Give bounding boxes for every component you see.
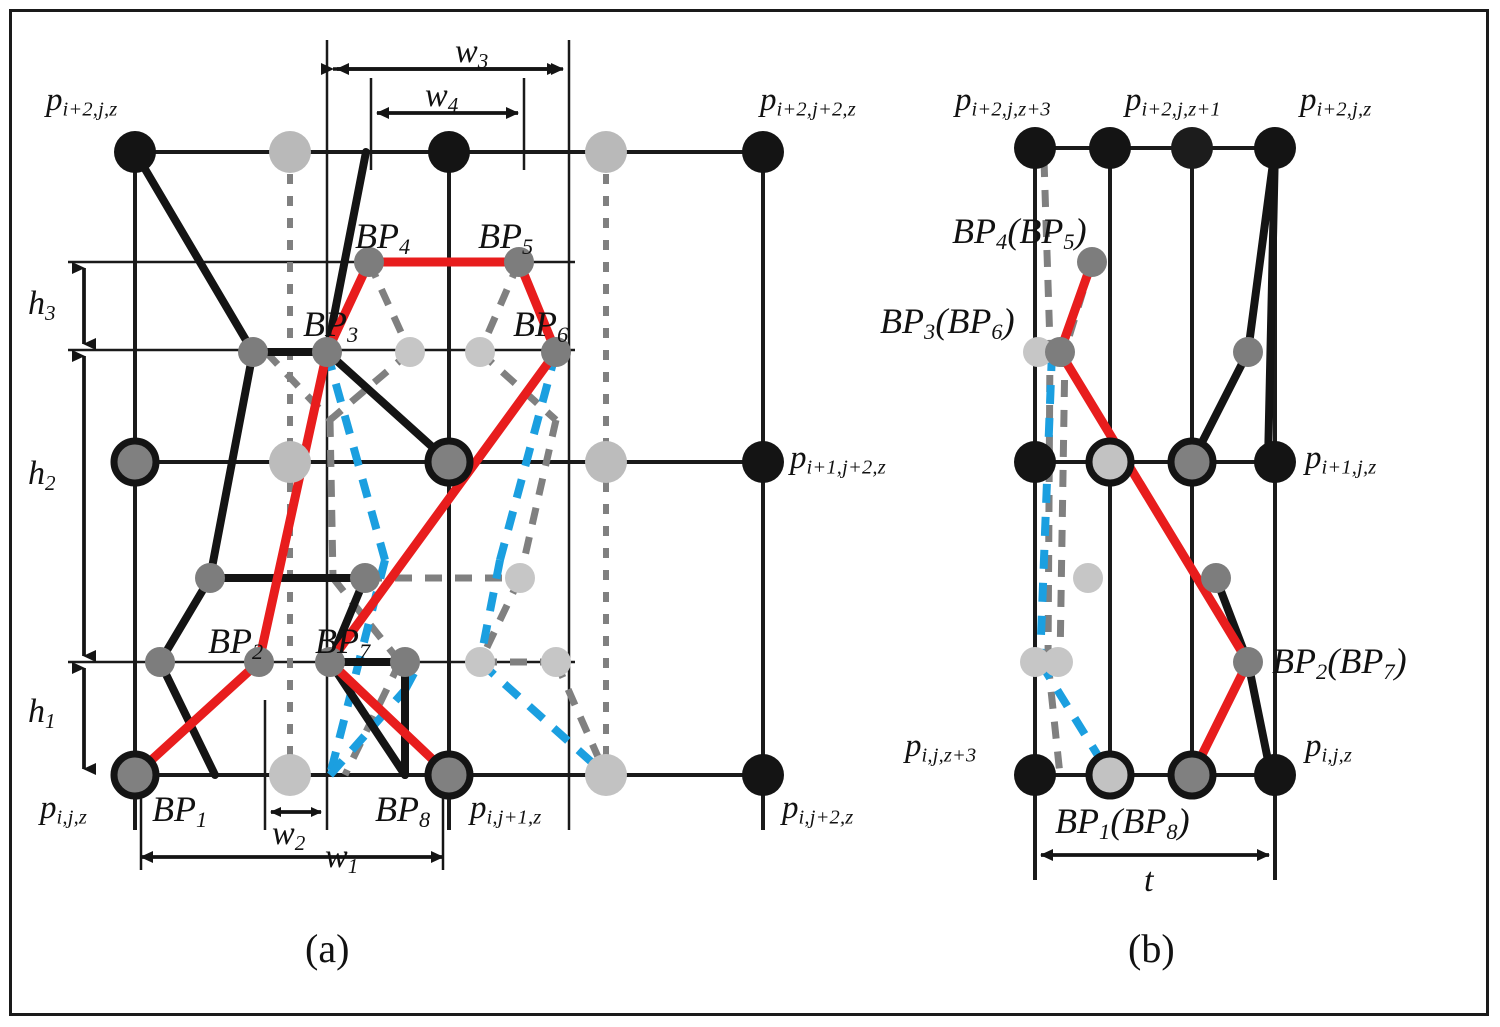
node-ringed xyxy=(110,750,160,800)
label-h1: h1 xyxy=(28,693,56,733)
label-p-i-j1-z: pi,j+1,z xyxy=(470,790,542,829)
node-grid-black xyxy=(1254,127,1296,169)
node-light xyxy=(269,754,311,796)
label-b-bp2-bp7: BP2(BP7) xyxy=(1272,641,1407,685)
label-bp2: BP2 xyxy=(208,621,264,665)
node-grid-black xyxy=(742,754,784,796)
label-b-p-i2-j-z: pi+2,j,z xyxy=(1300,82,1372,121)
node-grid-black xyxy=(742,131,784,173)
label-b-bp1-bp8: BP1(BP8) xyxy=(1055,801,1190,845)
node-ringed xyxy=(424,437,474,487)
label-bp3: BP3 xyxy=(303,304,359,348)
node-ringed-light xyxy=(1085,750,1135,800)
node-bp4 xyxy=(354,247,384,277)
label-w4: w4 xyxy=(425,77,459,117)
panel-b-nodes xyxy=(1014,127,1296,800)
label-b-bp3-bp6: BP3(BP6) xyxy=(880,301,1015,345)
node-aux-light xyxy=(541,647,571,677)
panel-a-black-edges xyxy=(131,148,453,779)
node-aux xyxy=(1201,563,1231,593)
label-b-bp4-bp5: BP4(BP5) xyxy=(952,211,1087,255)
node-light xyxy=(585,754,627,796)
node-grid-black xyxy=(1014,441,1056,483)
label-bp5: BP5 xyxy=(478,216,534,260)
label-bp1: BP1 xyxy=(152,789,208,833)
label-bp8: BP8 xyxy=(375,789,431,833)
panel-a-red-polyline xyxy=(130,257,561,780)
node-ringed-light xyxy=(1085,437,1135,487)
node-ringed xyxy=(1167,437,1217,487)
node-aux xyxy=(350,563,380,593)
node-aux xyxy=(238,337,268,367)
label-h2: h2 xyxy=(28,455,56,495)
panel-a-dimension-lines xyxy=(72,63,564,870)
node-grid-black xyxy=(1171,127,1213,169)
panel-b-red-polyline xyxy=(1055,257,1253,780)
label-w3: w3 xyxy=(455,33,489,73)
label-h3: h3 xyxy=(28,285,56,325)
label-bp7: BP7 xyxy=(315,621,371,665)
node-grid-black xyxy=(1014,754,1056,796)
node-bp4-bp5 xyxy=(1077,247,1107,277)
label-b-p-i-j-z: pi,j,z xyxy=(1305,728,1353,767)
node-aux-light xyxy=(505,563,535,593)
node-aux xyxy=(1233,337,1263,367)
node-grid-black xyxy=(1014,127,1056,169)
node-aux xyxy=(145,647,175,677)
node-bp2-bp7 xyxy=(1233,647,1263,677)
label-t: t xyxy=(1144,862,1154,899)
label-p-i1-j2-z: pi+1,j+2,z xyxy=(790,440,886,479)
label-p-i-j2-z: pi,j+2,z xyxy=(782,790,854,829)
node-aux-light xyxy=(1073,563,1103,593)
node-ringed xyxy=(1167,750,1217,800)
label-b-p-i2-j-z3: pi+2,j,z+3 xyxy=(955,82,1051,121)
node-aux-light xyxy=(465,337,495,367)
panel-a-blue-dashed-edges xyxy=(323,350,609,778)
node-bp2 xyxy=(244,647,274,677)
label-b-p-i2-j-z1: pi+2,j,z+1 xyxy=(1125,82,1221,121)
label-bp4: BP4 xyxy=(355,216,411,260)
caption-a: (a) xyxy=(305,926,350,971)
node-bp5 xyxy=(504,247,534,277)
caption-b: (b) xyxy=(1128,926,1175,971)
label-w1: w1 xyxy=(325,838,359,878)
node-grid-black xyxy=(1254,441,1296,483)
panel-a-nodes xyxy=(110,131,784,800)
node-bp-light xyxy=(1023,337,1053,367)
node-grid-black xyxy=(1089,127,1131,169)
figure-border xyxy=(9,9,1489,1016)
node-bp3 xyxy=(312,337,342,367)
label-b-p-i-j-z3: pi,j,z+3 xyxy=(905,728,977,767)
node-aux-light xyxy=(465,647,495,677)
node-grid-black xyxy=(1254,754,1296,796)
label-p-i2-j2-z: pi+2,j+2,z xyxy=(760,82,856,121)
node-aux-light xyxy=(1020,647,1050,677)
node-bp6 xyxy=(541,337,571,367)
node-bp7 xyxy=(315,647,345,677)
node-aux xyxy=(390,647,420,677)
label-p-i2-j-z: pi+2,j,z xyxy=(46,82,118,121)
node-ringed xyxy=(110,437,160,487)
label-p-i-j-z: pi,j,z xyxy=(40,790,88,829)
node-grid-black xyxy=(428,131,470,173)
node-bp3-bp6 xyxy=(1045,337,1075,367)
node-light xyxy=(585,441,627,483)
node-light xyxy=(585,131,627,173)
label-bp6: BP6 xyxy=(513,304,569,348)
label-w2: w2 xyxy=(272,815,306,855)
node-aux xyxy=(195,563,225,593)
node-light xyxy=(269,131,311,173)
label-b-p-i1-j-z: pi+1,j,z xyxy=(1305,440,1377,479)
node-grid-black xyxy=(114,131,156,173)
node-light xyxy=(269,441,311,483)
node-aux-light xyxy=(395,337,425,367)
node-ringed xyxy=(424,750,474,800)
node-aux-light xyxy=(1043,647,1073,677)
node-grid-black xyxy=(742,441,784,483)
